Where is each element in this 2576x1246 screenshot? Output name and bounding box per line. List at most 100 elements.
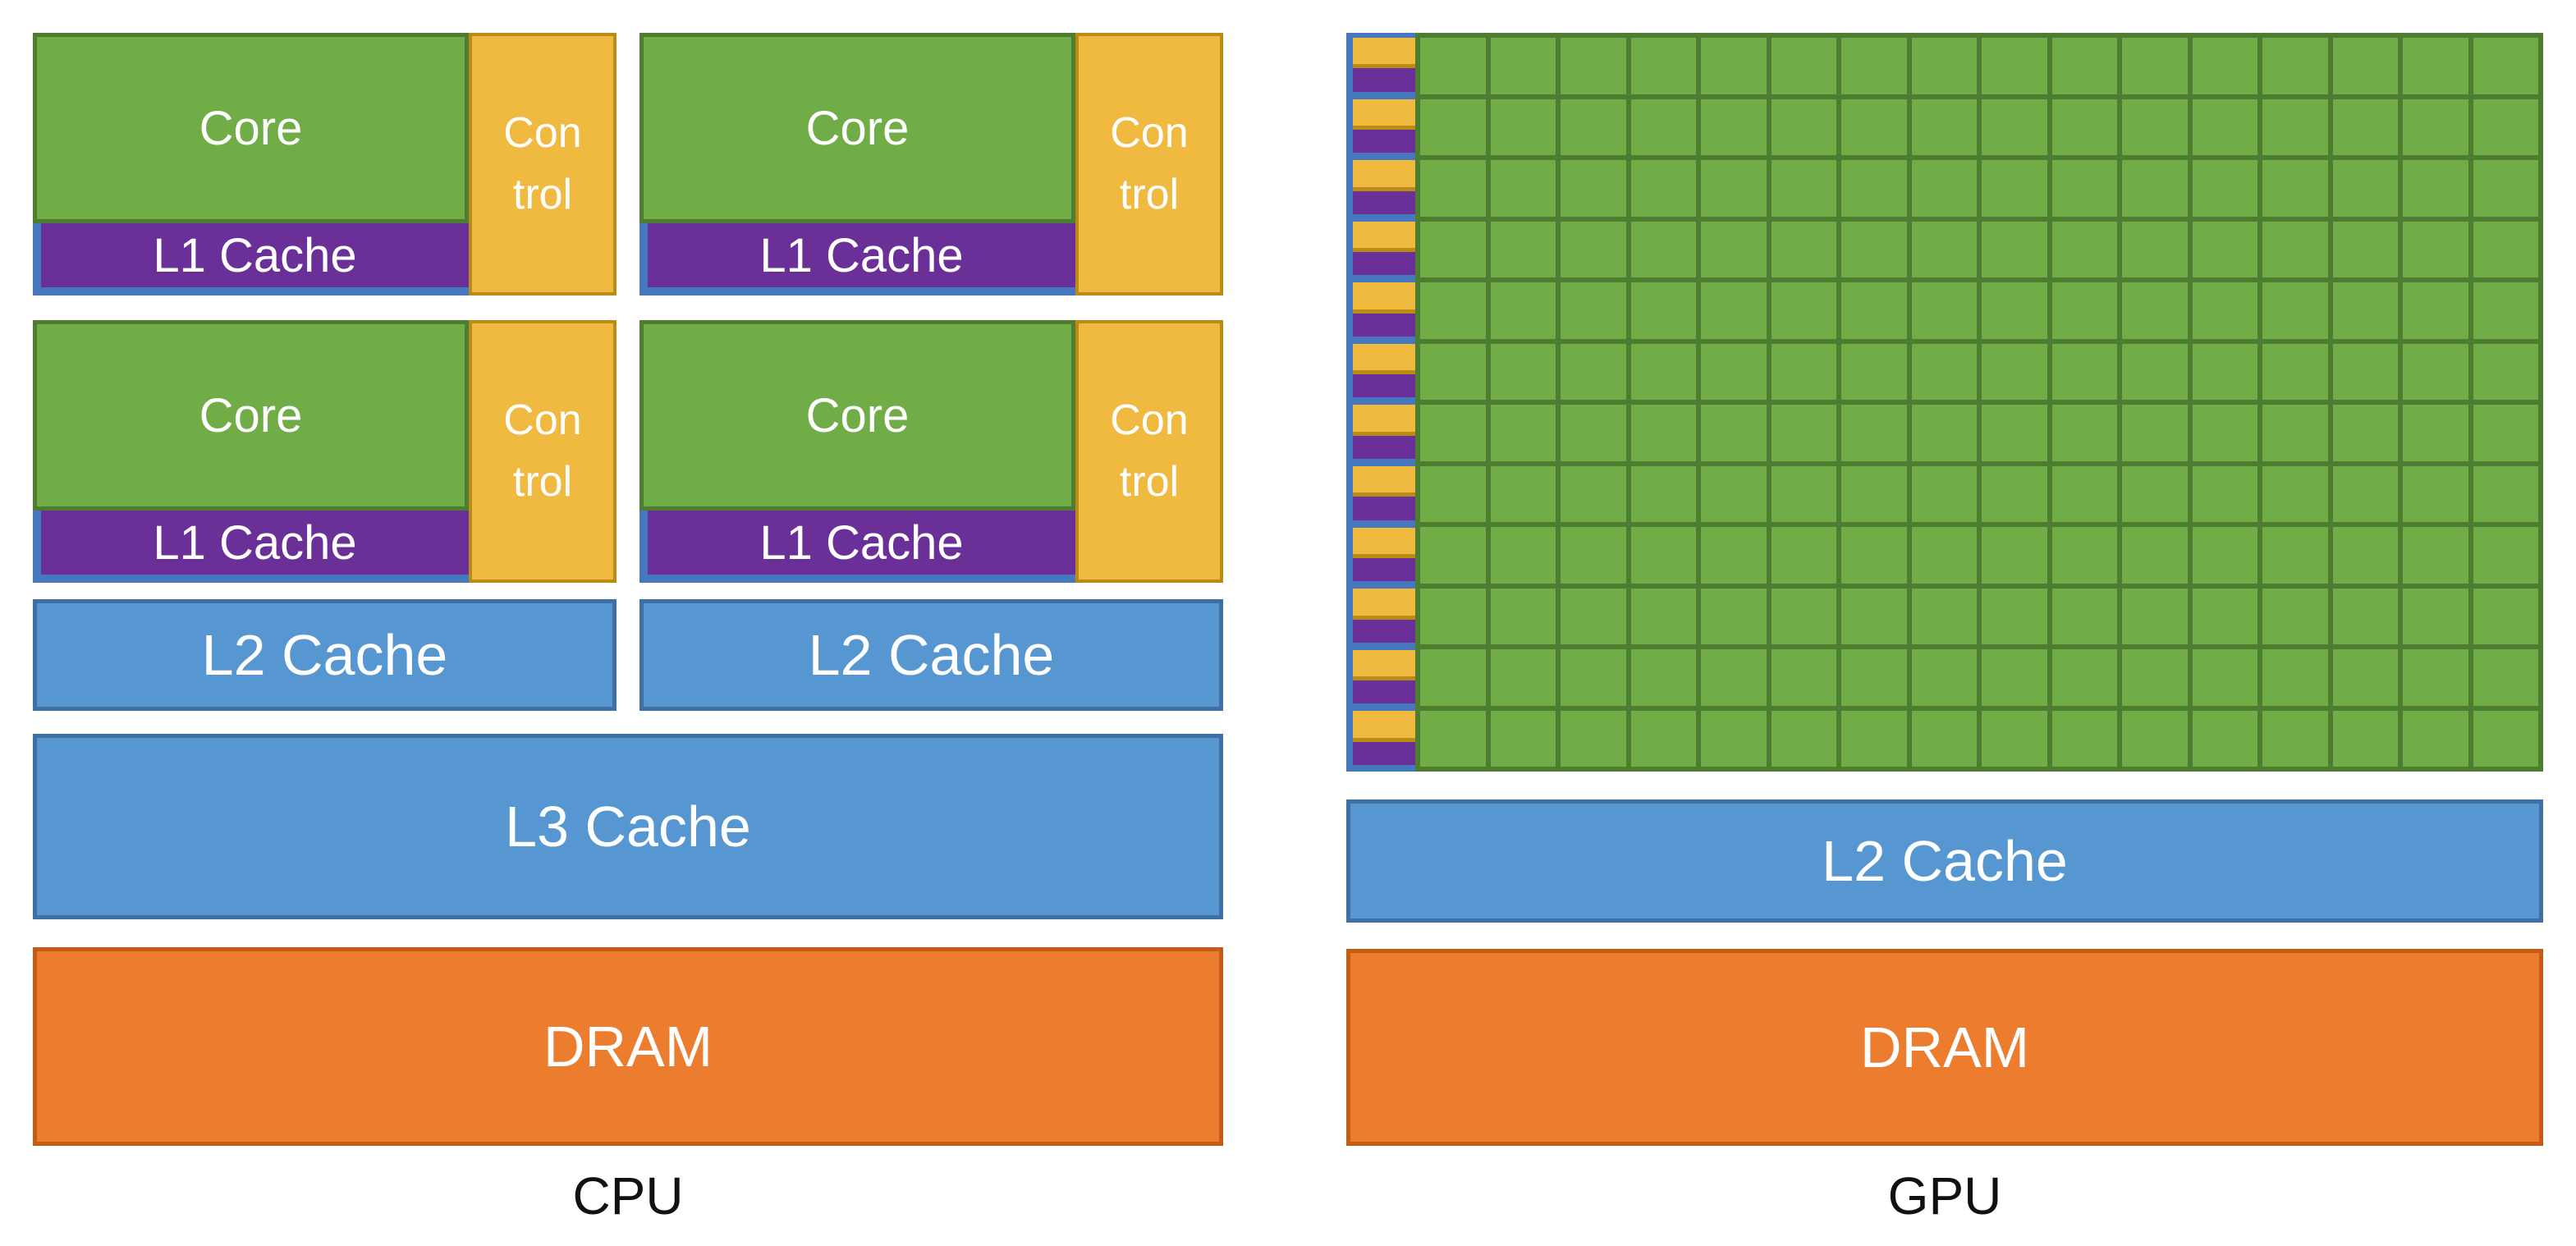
gpu-core-cell [1771, 282, 1836, 339]
gpu-core-cell [1701, 465, 1767, 522]
cpu-l1-cache-bar: L1 Cache [41, 223, 469, 287]
gpu-core-cell [2262, 710, 2328, 767]
gpu-core-cell [2403, 221, 2468, 277]
gpu-core-cell [2262, 465, 2328, 522]
gpu-core-cell [2332, 710, 2398, 767]
gpu-core-cell [1982, 710, 2047, 767]
gpu-core-cell [1771, 588, 1836, 644]
gpu-control-block [1353, 98, 1415, 130]
gpu-core-cell [2332, 98, 2398, 155]
gpu-core-cell [1630, 588, 1696, 644]
gpu-core-cell [2332, 221, 2398, 277]
gpu-core-cell [1490, 465, 1556, 522]
gpu-core-cell [2403, 710, 2468, 767]
gpu-core-cell [1982, 38, 2047, 94]
gpu-core-cell [2051, 710, 2117, 767]
gpu-row-control-l1-pair [1353, 527, 1415, 589]
cpu-l1-cache-underlay: L1 Cache [639, 223, 1075, 295]
gpu-core-cell [1771, 527, 1836, 584]
gpu-core-cell [1420, 343, 1486, 400]
gpu-core-cell [1561, 221, 1626, 277]
gpu-core-cell [2262, 588, 2328, 644]
gpu-core-cell [2192, 343, 2257, 400]
gpu-core-cell [2262, 160, 2328, 217]
gpu-core-cell [2192, 527, 2257, 584]
gpu-core-cell [2122, 710, 2188, 767]
gpu-core-cell [1630, 405, 1696, 461]
cpu-control-cell: Con trol [1075, 33, 1223, 295]
gpu-core-cell [1982, 527, 2047, 584]
gpu-core-cell [1911, 282, 1977, 339]
gpu-core-cell [1561, 160, 1626, 217]
gpu-core-cell [1490, 649, 1556, 706]
gpu-core-cell [2403, 649, 2468, 706]
gpu-core-cell [1771, 710, 1836, 767]
gpu-core-cell [1630, 160, 1696, 217]
cpu-control-label-line2: trol [1119, 171, 1180, 218]
gpu-core-cell [1701, 160, 1767, 217]
gpu-core-cell [2192, 465, 2257, 522]
gpu-core-cell [1982, 98, 2047, 155]
gpu-row-control-l1-pair [1353, 466, 1415, 528]
gpu-core-cell [1630, 710, 1696, 767]
gpu-core-cell [1911, 221, 1977, 277]
cpu-control-cell: Con trol [469, 33, 616, 295]
gpu-core-cell [2473, 343, 2538, 400]
gpu-core-cell [2262, 38, 2328, 94]
gpu-row-control-l1-pair [1353, 160, 1415, 222]
gpu-core-cell [1490, 38, 1556, 94]
gpu-core-cell [1701, 221, 1767, 277]
gpu-core-cell [1490, 98, 1556, 155]
gpu-core-cell [2332, 160, 2398, 217]
gpu-core-cell [1911, 465, 1977, 522]
gpu-core-cell [1701, 38, 1767, 94]
gpu-core-cell [1701, 527, 1767, 584]
cpu-core-block: Core Con trol L1 Cache [639, 33, 1223, 295]
gpu-core-cell [1771, 160, 1836, 217]
gpu-core-cell [1982, 160, 2047, 217]
gpu-core-cell [2122, 588, 2188, 644]
gpu-core-cell [2332, 405, 2398, 461]
gpu-core-cell [1490, 343, 1556, 400]
gpu-core-cell [1771, 98, 1836, 155]
gpu-core-cell [2473, 527, 2538, 584]
gpu-control-block [1353, 589, 1415, 620]
gpu-core-cell [2122, 282, 2188, 339]
cpu-l1-cache-bar: L1 Cache [648, 223, 1075, 287]
gpu-core-cell [2051, 98, 2117, 155]
gpu-core-cell [1841, 405, 1907, 461]
cpu-core-cell: Core [639, 320, 1075, 511]
gpu-l1-cache-block [1353, 252, 1415, 276]
gpu-core-cell [2403, 38, 2468, 94]
gpu-core-cell [1490, 160, 1556, 217]
gpu-core-cell [1911, 98, 1977, 155]
gpu-core-cell [2332, 465, 2398, 522]
gpu-core-cell [2051, 588, 2117, 644]
gpu-core-cell [2192, 405, 2257, 461]
gpu-core-cell [2122, 160, 2188, 217]
cpu-core-cell: Core [639, 33, 1075, 223]
gpu-core-cell [2473, 405, 2538, 461]
gpu-core-cell [1701, 588, 1767, 644]
cpu-control-label-line1: Con [1110, 108, 1189, 157]
gpu-core-cell [1841, 221, 1907, 277]
gpu-core-cell [1561, 38, 1626, 94]
cpu-core-block: Core Con trol L1 Cache [33, 320, 616, 583]
gpu-core-cell [1982, 649, 2047, 706]
gpu-core-cell [2122, 98, 2188, 155]
gpu-core-cell [1982, 465, 2047, 522]
gpu-core-cell [1490, 527, 1556, 584]
cpu-core-cell: Core [33, 320, 469, 511]
gpu-core-cell [2192, 38, 2257, 94]
gpu-core-cell [1841, 282, 1907, 339]
gpu-core-cell [1420, 527, 1486, 584]
gpu-core-cell [1701, 710, 1767, 767]
gpu-core-cell [2473, 160, 2538, 217]
gpu-core-cell [2262, 343, 2328, 400]
gpu-core-cell [2262, 649, 2328, 706]
gpu-core-cell [1841, 710, 1907, 767]
gpu-core-cell [1561, 588, 1626, 644]
gpu-core-cell [1701, 343, 1767, 400]
gpu-control-block [1353, 466, 1415, 497]
gpu-core-cell [1630, 649, 1696, 706]
